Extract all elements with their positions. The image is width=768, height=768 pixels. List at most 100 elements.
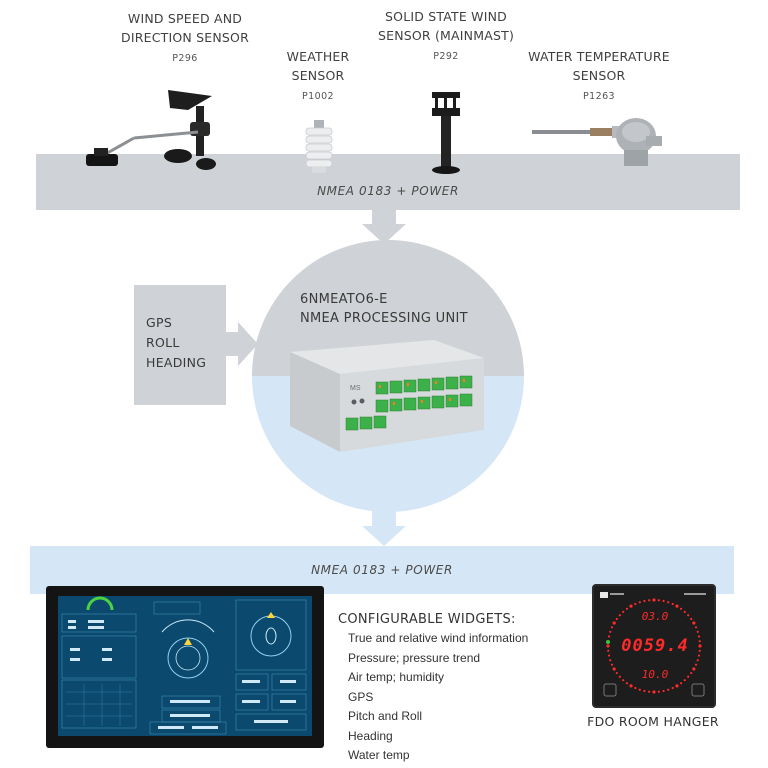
led-dot bbox=[692, 667, 696, 671]
led-dot bbox=[696, 630, 699, 633]
hanger-readout-main: 0059.4 bbox=[621, 636, 689, 656]
input-gps: GPS bbox=[146, 315, 173, 330]
led-dot bbox=[697, 654, 701, 657]
dashboard-screen bbox=[58, 596, 312, 736]
widget-item: Air temp; humidity bbox=[348, 670, 445, 684]
sensor-code-solid-state-wind: P292 bbox=[433, 51, 459, 62]
led-dot bbox=[683, 679, 686, 682]
led-dot bbox=[634, 686, 637, 690]
top-bus-band bbox=[36, 154, 740, 210]
led-dot bbox=[698, 649, 701, 652]
led-dot bbox=[675, 604, 679, 608]
led-dot bbox=[657, 599, 660, 602]
arrow-down-icon bbox=[362, 210, 406, 244]
sensor-code-wind: P296 bbox=[172, 53, 198, 64]
input-roll: ROLL bbox=[146, 335, 180, 350]
widget-item: Heading bbox=[348, 728, 393, 743]
led-dot bbox=[687, 614, 690, 617]
wind-speed-direction-sensor-image bbox=[86, 90, 216, 170]
led-dot bbox=[625, 607, 629, 610]
led-dot bbox=[692, 621, 696, 625]
led-dot bbox=[662, 689, 665, 693]
led-dot bbox=[629, 604, 633, 608]
led-dot bbox=[648, 599, 651, 602]
led-dot bbox=[697, 635, 701, 638]
led-dot bbox=[622, 610, 625, 613]
led-dot bbox=[606, 644, 610, 648]
led-dot bbox=[629, 684, 633, 688]
led-dot bbox=[698, 644, 702, 648]
led-dot bbox=[612, 621, 616, 625]
led-dot bbox=[662, 599, 665, 603]
led-dot bbox=[671, 602, 674, 606]
top-bus-label: NMEA 0183 + POWER bbox=[317, 184, 459, 198]
led-dot bbox=[622, 679, 625, 682]
led-dot bbox=[625, 682, 629, 685]
widgets-title: CONFIGURABLE WIDGETS: bbox=[338, 612, 516, 627]
led-dot bbox=[652, 598, 656, 602]
led-dot bbox=[679, 607, 683, 610]
sensor-code-water-temp: P1263 bbox=[583, 91, 615, 102]
widget-item: Water temp bbox=[348, 748, 410, 762]
widget-item: GPS bbox=[348, 689, 374, 704]
led-dot bbox=[618, 614, 621, 617]
led-ring-image bbox=[600, 592, 706, 697]
input-heading: HEADING bbox=[146, 355, 207, 370]
dashboard-display bbox=[46, 586, 324, 748]
weather-sensor-image bbox=[305, 120, 333, 173]
led-dot bbox=[607, 635, 611, 638]
led-dot bbox=[698, 640, 701, 643]
hanger-readout-bottom: 10.0 bbox=[641, 668, 669, 681]
led-dot bbox=[618, 675, 621, 678]
led-dot bbox=[694, 626, 698, 629]
led-dot bbox=[638, 688, 641, 691]
led-dot bbox=[690, 671, 693, 675]
nmea-processing-unit-image: MS bbox=[290, 340, 484, 452]
led-dot bbox=[679, 682, 683, 685]
led-dot bbox=[643, 599, 646, 603]
led-dot bbox=[667, 688, 670, 691]
processing-unit-title: 6NMEATO6-E NMEA PROCESSING UNIT bbox=[300, 292, 468, 326]
led-dot bbox=[643, 689, 646, 693]
fdo-room-hanger-label: FDO ROOM HANGER bbox=[587, 714, 719, 729]
water-temperature-sensor-image bbox=[532, 118, 662, 166]
sensor-code-weather: P1002 bbox=[302, 91, 334, 102]
led-dot bbox=[634, 602, 637, 606]
led-dot bbox=[683, 610, 686, 613]
solid-state-wind-sensor-image bbox=[432, 92, 460, 174]
led-dot bbox=[694, 663, 698, 666]
bottom-bus-label: NMEA 0183 + POWER bbox=[311, 563, 453, 577]
led-dot bbox=[615, 617, 618, 621]
widget-item: True and relative wind information bbox=[348, 631, 529, 645]
dashboard-widgets-image bbox=[61, 596, 307, 735]
led-dot bbox=[675, 684, 679, 688]
led-dot bbox=[638, 601, 641, 604]
inputs-box bbox=[134, 285, 226, 405]
hanger-readout-top: 03.0 bbox=[641, 610, 669, 623]
led-dot bbox=[648, 690, 651, 693]
led-dot bbox=[687, 675, 690, 678]
led-dot bbox=[615, 671, 618, 675]
widget-item: Pressure; pressure trend bbox=[348, 650, 481, 665]
led-dot bbox=[657, 690, 660, 693]
fdo-room-hanger: 03.0 0059.4 10.0 bbox=[592, 584, 716, 708]
arrow-down-icon bbox=[362, 510, 406, 546]
led-dot bbox=[612, 667, 616, 671]
inputs-list: GPS ROLL HEADING bbox=[146, 313, 206, 373]
arrow-right-icon bbox=[226, 322, 258, 366]
led-dot bbox=[671, 686, 674, 690]
led-dot bbox=[652, 690, 656, 694]
led-dot bbox=[607, 654, 611, 657]
led-dot bbox=[690, 617, 693, 621]
widgets-list: True and relative wind information Press… bbox=[348, 629, 528, 766]
svg-text:MS: MS bbox=[350, 385, 361, 392]
led-dot bbox=[609, 659, 612, 662]
led-dot bbox=[609, 630, 612, 633]
widget-item: Pitch and Roll bbox=[348, 709, 423, 723]
led-dot bbox=[607, 649, 610, 652]
led-dot bbox=[667, 601, 670, 604]
